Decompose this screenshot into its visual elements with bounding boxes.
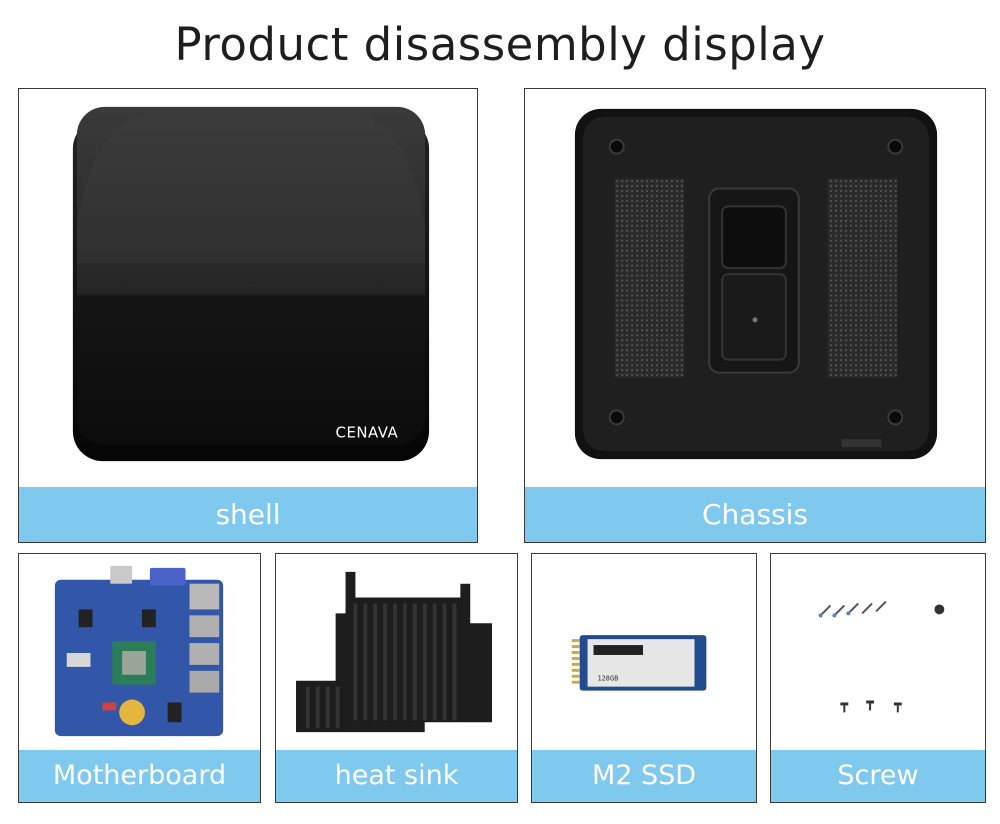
screws-photo xyxy=(771,554,985,750)
mini-pc-shell-photo: CENAVA xyxy=(19,89,477,487)
motherboard-image xyxy=(54,565,224,737)
motherboard-label: Motherboard xyxy=(19,750,260,802)
m2-ssd-label: M2 SSD xyxy=(532,750,756,802)
screws-image xyxy=(818,600,945,713)
screw-label: Screw xyxy=(771,750,985,802)
card-shell: CENAVA shell xyxy=(18,88,478,543)
card-motherboard: Motherboard xyxy=(18,553,261,803)
chassis-bottom-photo xyxy=(525,89,985,487)
heat-sink-label: heat sink xyxy=(276,750,517,802)
brand-logo: CENAVA xyxy=(336,423,399,441)
chassis-image xyxy=(574,108,938,460)
shell-label: shell xyxy=(19,487,477,542)
m2-ssd-image: 128GB xyxy=(571,635,707,691)
ssd-capacity-text: 128GB xyxy=(597,675,618,683)
page-title: Product disassembly display xyxy=(174,18,826,71)
heat-sink-photo xyxy=(276,554,517,750)
chassis-label: Chassis xyxy=(525,487,985,542)
card-screw: Screw xyxy=(770,553,986,803)
motherboard-photo xyxy=(19,554,260,750)
m2-ssd-photo: 128GB xyxy=(532,554,756,750)
heat-sink-image xyxy=(296,571,493,733)
card-m2-ssd: 128GB M2 SSD xyxy=(531,553,757,803)
shell-image: CENAVA xyxy=(72,106,430,462)
card-chassis: Chassis xyxy=(524,88,986,543)
card-heat-sink: heat sink xyxy=(275,553,518,803)
